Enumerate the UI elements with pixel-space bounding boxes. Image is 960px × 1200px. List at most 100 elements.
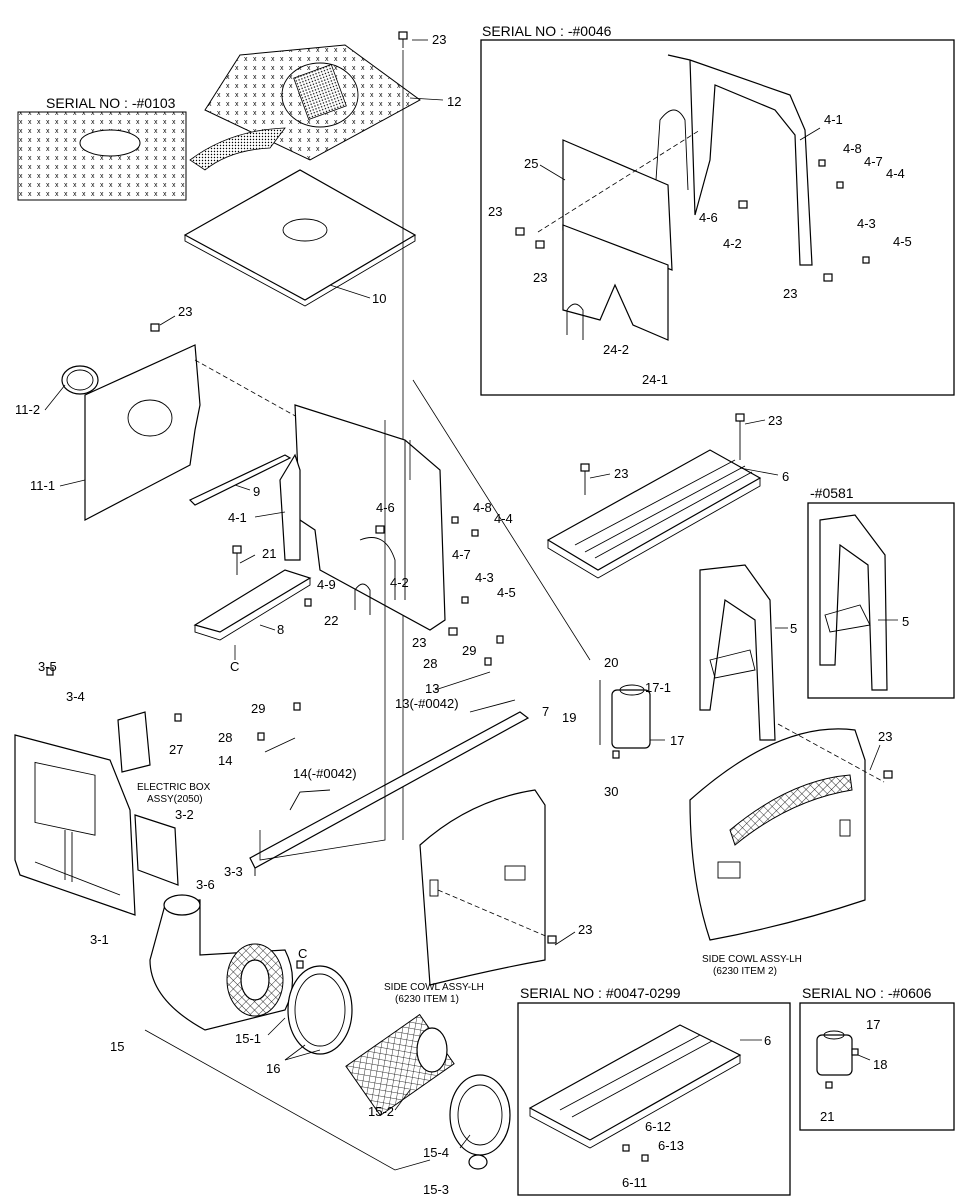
serial-0103: SERIAL NO : -#0103 [46, 95, 176, 111]
label-C: C [298, 946, 307, 961]
label-15-3: 15-3 [423, 1182, 449, 1197]
label-6-11: 6-11 [622, 1175, 647, 1190]
label-4-9: 4-9 [317, 577, 336, 592]
label-4-7: 4-7 [452, 547, 471, 562]
panel-3-1 [14, 734, 136, 916]
label-27: 27 [169, 742, 183, 757]
cap-15-4 [449, 1074, 511, 1170]
label-C: C [230, 659, 239, 674]
leader-lines [44, 39, 898, 1149]
serial-0581: -#0581 [810, 485, 854, 501]
guide-line-15 [144, 1029, 431, 1171]
label-25: 25 [524, 156, 538, 171]
label-23: 23 [768, 413, 782, 428]
label-11-2: 11-2 [15, 402, 40, 417]
label-23: 23 [178, 304, 192, 319]
label-15: 15 [110, 1039, 124, 1054]
label-17-1: 17-1 [645, 680, 671, 695]
label-4-6: 4-6 [699, 210, 718, 225]
side-cowl-1 [419, 789, 549, 986]
label-17: 17 [670, 733, 684, 748]
frame-4-1 [279, 404, 446, 631]
label-24-1: 24-1 [642, 372, 668, 387]
label-23: 23 [578, 922, 592, 937]
clamp-16 [287, 965, 353, 1055]
label-4-6: 4-6 [376, 500, 395, 515]
label-3-1: 3-1 [90, 932, 109, 947]
label-11-1: 11-1 [30, 478, 55, 493]
label-4-3: 4-3 [475, 570, 494, 585]
label-6: 6 [782, 469, 789, 484]
label-14: 14 [218, 753, 232, 768]
label-21: 21 [262, 546, 276, 561]
air-cleaner-15 [149, 894, 294, 1031]
label-5: 5 [902, 614, 909, 629]
label-10: 10 [372, 291, 386, 306]
inset-0046 [480, 39, 955, 396]
label-19: 19 [562, 710, 576, 725]
label-16: 16 [266, 1061, 280, 1076]
bolts [46, 31, 893, 1162]
note-cowl1-a: SIDE COWL ASSY-LH [384, 982, 484, 993]
label-4-4: 4-4 [494, 511, 513, 526]
label-17: 17 [866, 1017, 880, 1032]
label-15-1: 15-1 [235, 1031, 261, 1046]
label-14-0042: 14(-#0042) [293, 766, 357, 781]
label-24-2: 24-2 [603, 342, 629, 357]
label-7: 7 [542, 704, 549, 719]
inset-0581 [807, 502, 955, 699]
note-electric-box-2: ASSY(2050) [147, 794, 203, 805]
panel-11-1 [84, 344, 411, 521]
tank-17 [599, 680, 651, 749]
label-28: 28 [218, 730, 232, 745]
serial-0046: SERIAL NO : -#0046 [482, 23, 612, 39]
side-cowl-2 [689, 723, 885, 941]
serial-0606: SERIAL NO : -#0606 [802, 985, 932, 1001]
label-23: 23 [488, 204, 502, 219]
label-8: 8 [277, 622, 284, 637]
label-4-1: 4-1 [824, 112, 843, 127]
label-20: 20 [604, 655, 618, 670]
label-22: 22 [324, 613, 338, 628]
tray-6 [546, 449, 762, 579]
label-4-8: 4-8 [843, 141, 862, 156]
label-23: 23 [783, 286, 797, 301]
label-15-2: 15-2 [368, 1104, 394, 1119]
label-23: 23 [533, 270, 547, 285]
label-12: 12 [447, 94, 461, 109]
note-cowl2-b: (6230 ITEM 2) [713, 966, 777, 977]
guide-line-2 [412, 379, 591, 661]
inset-0047 [517, 1002, 791, 1196]
label-4-5: 4-5 [893, 234, 912, 249]
label-4-2: 4-2 [390, 575, 409, 590]
label-3-5: 3-5 [38, 659, 57, 674]
seal-ring-11-2 [61, 365, 99, 395]
label-23: 23 [412, 635, 426, 650]
label-4-7: 4-7 [864, 154, 883, 169]
floor-plate-10 [183, 169, 417, 307]
label-13: 13 [425, 681, 439, 696]
u-clip-4-9 [354, 583, 371, 615]
rail-7 [249, 711, 530, 876]
detail-inset-0103 [17, 111, 286, 201]
note-cowl2-a: SIDE COWL ASSY-LH [702, 954, 802, 965]
label-4-1: 4-1 [228, 510, 247, 525]
note-cowl1-b: (6230 ITEM 1) [395, 994, 459, 1005]
rods-13-14 [264, 671, 516, 811]
label-13-0042: 13(-#0042) [395, 696, 459, 711]
label-3-2: 3-2 [175, 807, 194, 822]
label-5: 5 [790, 621, 797, 636]
electric-box [117, 711, 151, 773]
tray-8 [193, 569, 312, 641]
bracket-9 [188, 454, 292, 506]
label-9: 9 [253, 484, 260, 499]
label-4-5: 4-5 [497, 585, 516, 600]
label-6-13: 6-13 [658, 1138, 684, 1153]
label-29: 29 [251, 701, 265, 716]
serial-0047: SERIAL NO : #0047-0299 [520, 985, 681, 1001]
label-3-4: 3-4 [66, 689, 85, 704]
label-4-2: 4-2 [723, 236, 742, 251]
filter-15-2 [345, 1013, 455, 1117]
label-15-4: 15-4 [423, 1145, 449, 1160]
